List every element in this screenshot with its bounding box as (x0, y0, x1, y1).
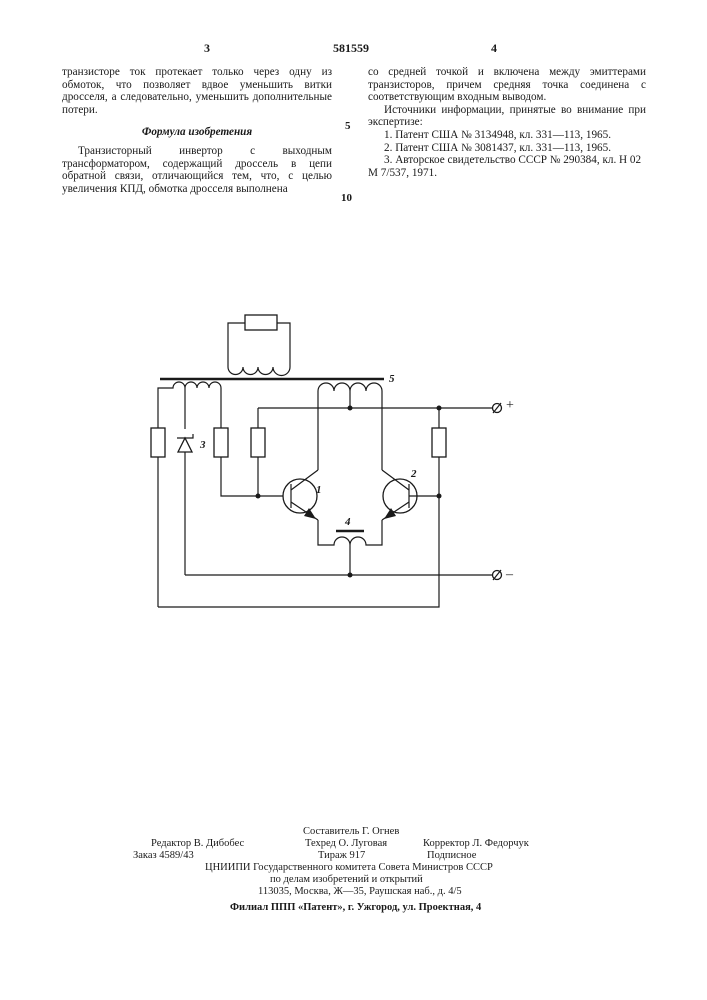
choke (318, 520, 382, 578)
footer-institution: ЦНИИПИ Государственного комитета Совета … (205, 862, 493, 874)
label-positive: + (506, 398, 514, 414)
feedback-winding (158, 382, 221, 429)
resistor-base-1 (214, 428, 228, 457)
label-negative: – (506, 567, 513, 583)
label-transistor-2: 2 (411, 468, 417, 480)
footer-corrector: Корректор Л. Федорчук (423, 838, 529, 850)
footer-techred: Техред О. Луговая (305, 838, 387, 850)
zener-diode (177, 434, 193, 575)
transistor-1 (283, 470, 318, 520)
primary-winding (318, 383, 382, 470)
footer-subscription: Подписное (427, 850, 476, 862)
footer-order: Заказ 4589/43 (133, 850, 194, 862)
footer-editor: Редактор В. Дибобес (151, 838, 244, 850)
resistor-left (151, 428, 165, 457)
footer-institution-2: по делам изобретений и открытий (270, 874, 423, 886)
output-winding (228, 315, 290, 376)
resistor-bias (251, 428, 265, 457)
label-transformer-5: 5 (389, 373, 395, 385)
label-diode-3: 3 (200, 439, 206, 451)
resistor-right (432, 428, 446, 457)
footer-circulation: Тираж 917 (318, 850, 365, 862)
label-choke-4: 4 (345, 516, 351, 528)
label-transistor-1: 1 (316, 484, 322, 496)
footer-branch: Филиал ППП «Патент», г. Ужгород, ул. Про… (230, 902, 481, 914)
footer-compiler: Составитель Г. Огнев (303, 826, 399, 838)
footer-address: 113035, Москва, Ж—35, Раушская наб., д. … (258, 886, 462, 898)
